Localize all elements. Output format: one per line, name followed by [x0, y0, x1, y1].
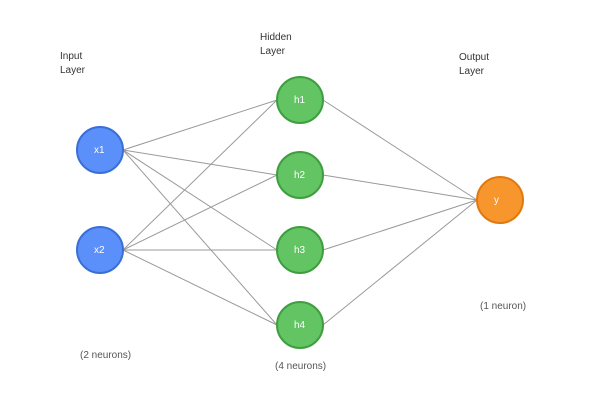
neuron-circle-h1 [276, 76, 324, 124]
neuron-circle-h3 [276, 226, 324, 274]
neuron-x1: x1 [76, 126, 124, 174]
neuron-circle-x1 [76, 126, 124, 174]
connection-h4-y [322, 199, 478, 326]
hidden-layer-count: (4 neurons) [275, 361, 327, 372]
neuron-circle-y [476, 176, 524, 224]
neuron-label-x2: x2 [94, 245, 105, 256]
neuron-x2: x2 [76, 226, 124, 274]
input-layer-title-line1: Input [60, 51, 83, 62]
connection-x1-h4 [122, 149, 278, 326]
connection-x2-h1 [122, 99, 278, 251]
connection-h3-y [322, 199, 478, 251]
connection-x1-h2 [122, 149, 278, 176]
connection-x2-h2 [122, 174, 278, 251]
neuron-circle-h4 [276, 301, 324, 349]
connection-x2-h4 [122, 249, 278, 326]
input-layer-title-line2: Layer [60, 65, 86, 76]
neurons-group: x1 x2 h1 h2 h3 h4 y [76, 76, 524, 349]
connection-h1-y [322, 99, 478, 201]
neuron-h4: h4 [276, 301, 324, 349]
output-layer-title-line1: Output [459, 52, 490, 63]
connection-x1-h1 [122, 99, 278, 151]
neuron-label-h1: h1 [294, 95, 306, 106]
neuron-label-h2: h2 [294, 170, 306, 181]
neuron-label-y: y [494, 195, 499, 206]
output-layer-title-line2: Layer [459, 66, 485, 77]
neuron-h3: h3 [276, 226, 324, 274]
neuron-label-x1: x1 [94, 145, 105, 156]
neuron-h2: h2 [276, 151, 324, 199]
input-layer-count: (2 neurons) [80, 350, 132, 361]
neuron-y: y [476, 176, 524, 224]
neuron-label-h4: h4 [294, 320, 306, 331]
output-layer-count: (1 neuron) [480, 301, 527, 312]
connection-x1-h3 [122, 149, 278, 251]
hidden-layer-title-line2: Layer [260, 46, 286, 57]
connections-group [122, 99, 478, 326]
neuron-h1: h1 [276, 76, 324, 124]
connection-h2-y [322, 174, 478, 201]
neuron-circle-h2 [276, 151, 324, 199]
neuron-circle-x2 [76, 226, 124, 274]
hidden-layer-title-line1: Hidden [260, 32, 292, 43]
neuron-label-h3: h3 [294, 245, 306, 256]
